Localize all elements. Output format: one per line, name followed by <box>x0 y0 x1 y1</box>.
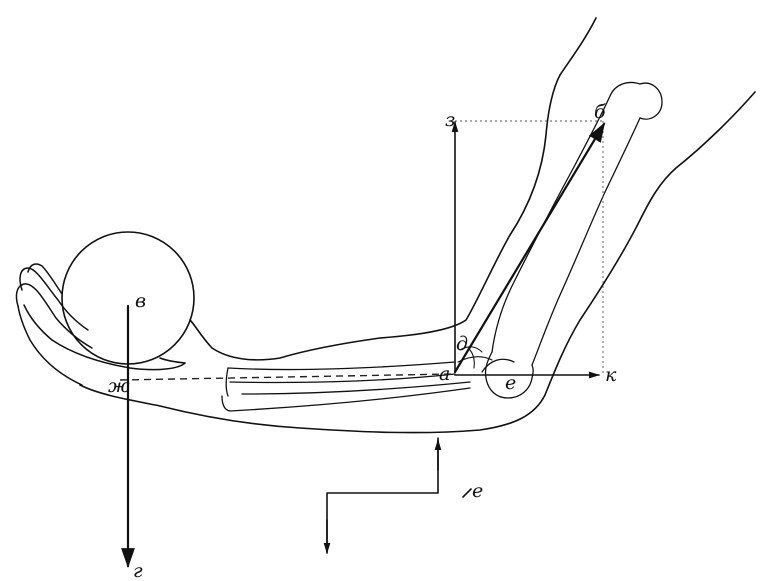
arm-outline <box>79 17 756 434</box>
label-v: в <box>135 290 146 312</box>
label-k: к <box>605 364 617 386</box>
label-z: з <box>445 109 455 131</box>
label-b: б <box>594 101 606 123</box>
hand <box>15 263 186 386</box>
forearm-bones <box>221 361 471 412</box>
force-vectors <box>121 120 606 568</box>
angle-arc <box>469 349 475 369</box>
label-e-joint: е <box>505 372 516 394</box>
construction-lines <box>455 120 604 374</box>
label-e-support: е <box>472 480 483 502</box>
label-g: г <box>133 560 143 581</box>
support-indicator <box>323 437 472 555</box>
humerus <box>481 81 663 399</box>
label-a: а <box>439 363 450 385</box>
label-zh: ж <box>108 375 130 397</box>
muscle-force-vector <box>453 122 606 374</box>
lever-axis <box>119 373 453 381</box>
label-d: д <box>456 333 468 355</box>
